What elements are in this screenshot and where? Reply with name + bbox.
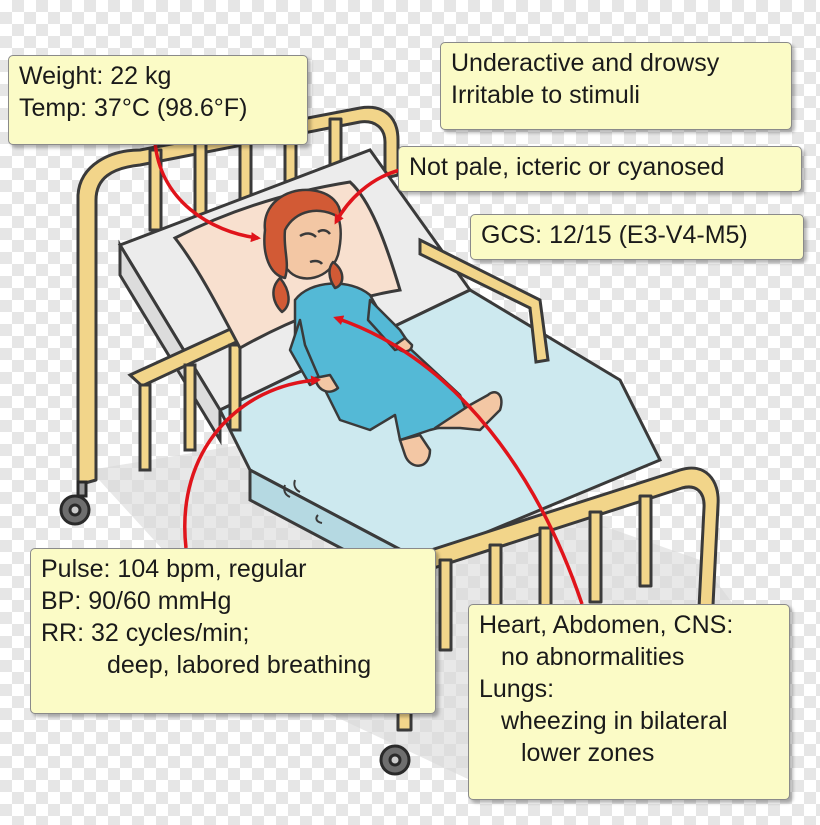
arrow-vitals (183, 375, 321, 549)
behaviour-line-2: Irritable to stimuli (451, 81, 640, 109)
gcs-note: GCS: 12/15 (E3-V4-M5) (470, 214, 804, 260)
exam-note: Heart, Abdomen, CNS: no abnormalities Lu… (468, 604, 790, 800)
exam-line-2: no abnormalities (501, 643, 685, 671)
rr-text: RR: 32 cycles/min; (41, 619, 250, 647)
vitals-note: Pulse: 104 bpm, regular BP: 90/60 mmHg R… (30, 548, 436, 714)
gcs-text: GCS: 12/15 (E3-V4-M5) (481, 221, 748, 249)
pulse-text: Pulse: 104 bpm, regular (41, 555, 307, 583)
sheet-wrinkles (283, 479, 323, 524)
bed-back-rail (418, 237, 550, 364)
pointer-arrows (153, 141, 584, 605)
weight-temp-note: Weight: 22 kg Temp: 37°C (98.6°F) (8, 55, 308, 145)
appearance-text: Not pale, icteric or cyanosed (409, 153, 725, 181)
bp-text: BP: 90/60 mmHg (41, 587, 232, 615)
arrow-exam (333, 315, 584, 605)
exam-line-4: wheezing in bilateral (501, 707, 728, 735)
arrow-appearance (334, 168, 401, 225)
exam-line-5: lower zones (521, 739, 655, 767)
bed-side-rail (127, 318, 265, 472)
behaviour-line-1: Underactive and drowsy (451, 49, 720, 77)
arrow-weight-temp (153, 141, 261, 243)
exam-line-1: Heart, Abdomen, CNS: (479, 611, 734, 639)
weight-text: Weight: 22 kg (19, 62, 172, 90)
exam-line-3: Lungs: (479, 675, 555, 703)
behaviour-note: Underactive and drowsy Irritable to stim… (440, 42, 792, 130)
breathing-text: deep, labored breathing (107, 651, 372, 679)
appearance-note: Not pale, icteric or cyanosed (398, 146, 802, 192)
temperature-text: Temp: 37°C (98.6°F) (19, 94, 248, 122)
